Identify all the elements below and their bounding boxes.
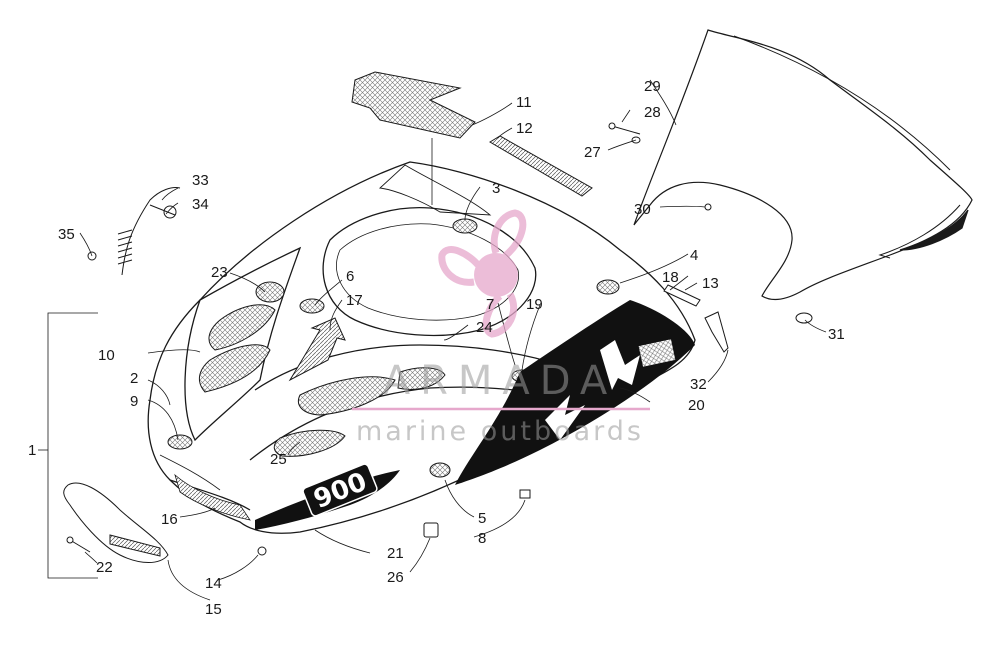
callout-23: 23 (211, 264, 228, 281)
watermark-brand: ARMADA (383, 358, 618, 404)
windshield (633, 29, 973, 301)
group-bracket-1 (47, 312, 98, 579)
callout-29: 29 (644, 78, 661, 95)
callout-25: 25 (270, 451, 287, 468)
callout-20: 20 (688, 397, 705, 414)
propeller-logo (438, 209, 527, 338)
callout-14: 14 (205, 575, 222, 592)
callout-12: 12 (516, 120, 533, 137)
callout-26: 26 (387, 569, 404, 586)
vent-inserts (167, 218, 620, 478)
callout-7: 7 (486, 296, 494, 313)
callout-34: 34 (192, 196, 209, 213)
callout-16: 16 (161, 511, 178, 528)
propeller-hub (474, 253, 518, 297)
callout-28: 28 (644, 104, 661, 121)
callout-31: 31 (828, 326, 845, 343)
callout-11: 11 (516, 94, 532, 111)
watermark: ARMADA marine outboards (352, 209, 650, 447)
callout-17: 17 (346, 292, 363, 309)
loose-parts (63, 71, 813, 563)
callout-22: 22 (96, 559, 113, 576)
callout-labels: 1 2 3 4 5 6 7 8 9 10 11 12 13 14 15 16 1… (28, 78, 845, 618)
callout-9: 9 (130, 393, 138, 410)
callout-1: 1 (28, 442, 36, 459)
callout-5: 5 (478, 510, 486, 527)
callout-8: 8 (478, 530, 486, 547)
callout-30: 30 (634, 201, 651, 218)
callout-27: 27 (584, 144, 601, 161)
callout-21: 21 (387, 545, 404, 562)
callout-10: 10 (98, 347, 115, 364)
callout-33: 33 (192, 172, 209, 189)
callout-18: 18 (662, 269, 679, 286)
callout-15: 15 (205, 601, 222, 618)
callout-35: 35 (58, 226, 75, 243)
watermark-tagline: marine outboards (356, 416, 644, 447)
callout-4: 4 (690, 247, 698, 264)
callout-6: 6 (346, 268, 354, 285)
leader-lines (38, 79, 827, 601)
callout-24: 24 (476, 319, 493, 336)
callout-13: 13 (702, 275, 719, 292)
callout-32: 32 (690, 376, 707, 393)
callout-19: 19 (526, 296, 543, 313)
callout-2: 2 (130, 370, 138, 387)
callout-3: 3 (492, 180, 500, 197)
